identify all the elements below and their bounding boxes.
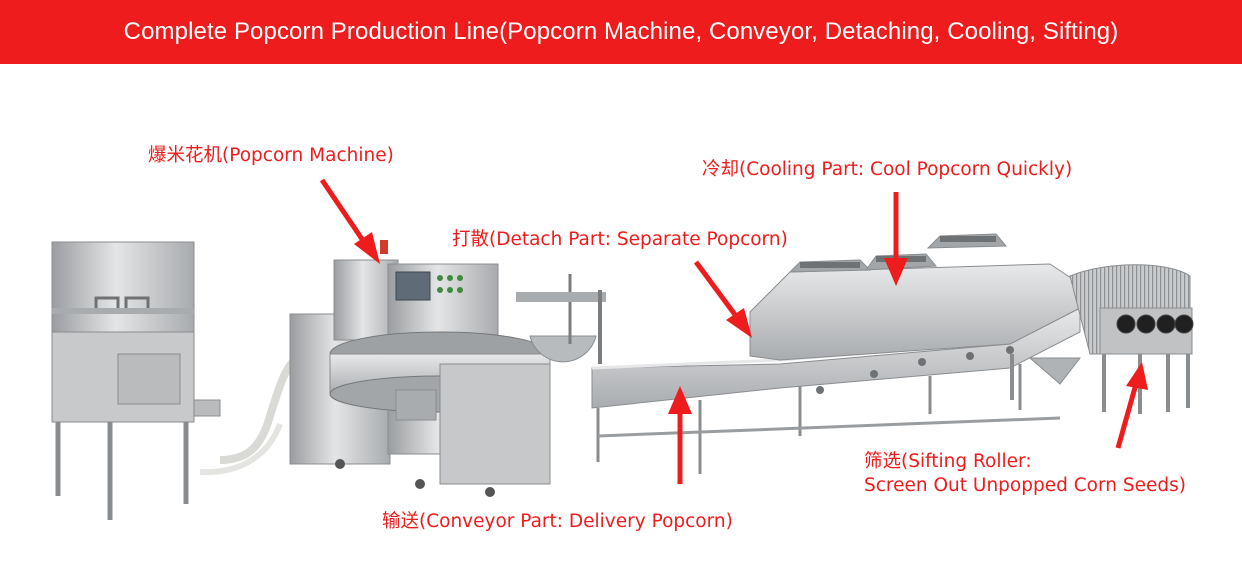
label-popcorn-machine: 爆米花机(Popcorn Machine)	[148, 145, 394, 166]
label-sifting-line2: Screen Out Unpopped Corn Seeds)	[864, 475, 1186, 496]
arrow-sifting	[1115, 362, 1148, 449]
page-title: Complete Popcorn Production Line(Popcorn…	[123, 18, 1119, 45]
label-cooling: 冷却(Cooling Part: Cool Popcorn Quickly)	[702, 159, 1073, 180]
label-sifting-line1: 筛选(Sifting Roller:	[864, 451, 1032, 472]
popcorn-machine	[289, 240, 606, 497]
production-line-illustration	[51, 178, 1194, 520]
arrow-conveyor	[668, 386, 692, 484]
callout-arrows	[319, 178, 1148, 484]
label-sifting: 筛选(Sifting Roller: Screen Out Unpopped C…	[864, 450, 1186, 498]
arrow-cooling	[884, 192, 908, 286]
sifting-roller	[1010, 264, 1194, 414]
feed-hose	[219, 352, 303, 464]
arrow-detach	[693, 260, 752, 338]
storage-tank	[51, 241, 221, 520]
title-banner: Complete Popcorn Production Line(Popcorn…	[0, 0, 1242, 64]
label-conveyor: 输送(Conveyor Part: Delivery Popcorn)	[382, 511, 733, 532]
arrow-popcorn-machine	[319, 178, 380, 264]
cooling-unit	[749, 233, 1081, 361]
label-detach: 打散(Detach Part: Separate Popcorn)	[452, 229, 788, 250]
